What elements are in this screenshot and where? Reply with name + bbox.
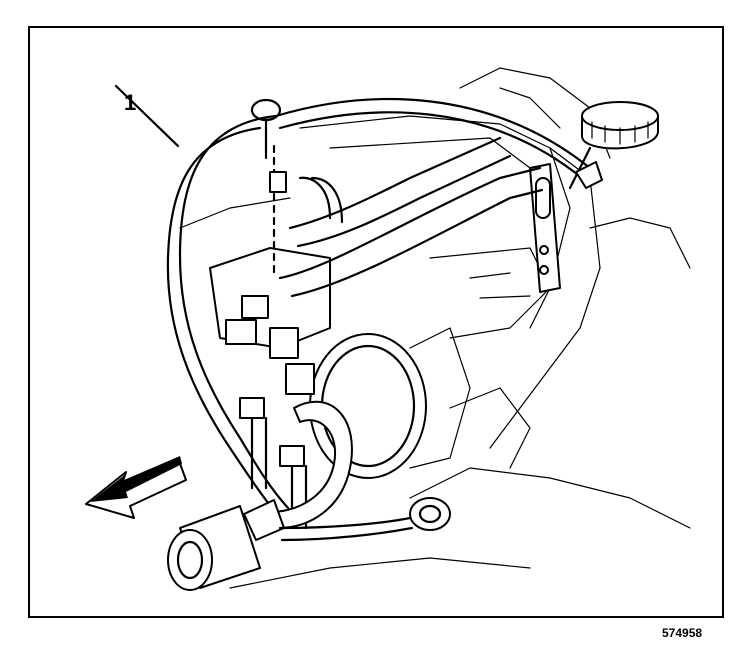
hose-callout-1: [166, 97, 603, 520]
throttle-body: [309, 327, 471, 479]
dipstick-ring: [250, 98, 287, 280]
lower-right-fitting: [278, 497, 451, 542]
callout-number-1: 1: [124, 90, 137, 115]
mounting-bracket: [529, 163, 561, 293]
upper-coolant-hose: [278, 136, 544, 298]
callout-leader-line: [114, 84, 180, 148]
engine-hose-illustration: [85, 67, 691, 591]
diagram-frame: 1: [28, 26, 724, 618]
reservoir-cap: [568, 101, 659, 190]
direction-arrow-icon: [85, 456, 187, 519]
figure-id: 574958: [662, 626, 703, 640]
outlet-pipe: [167, 499, 285, 591]
